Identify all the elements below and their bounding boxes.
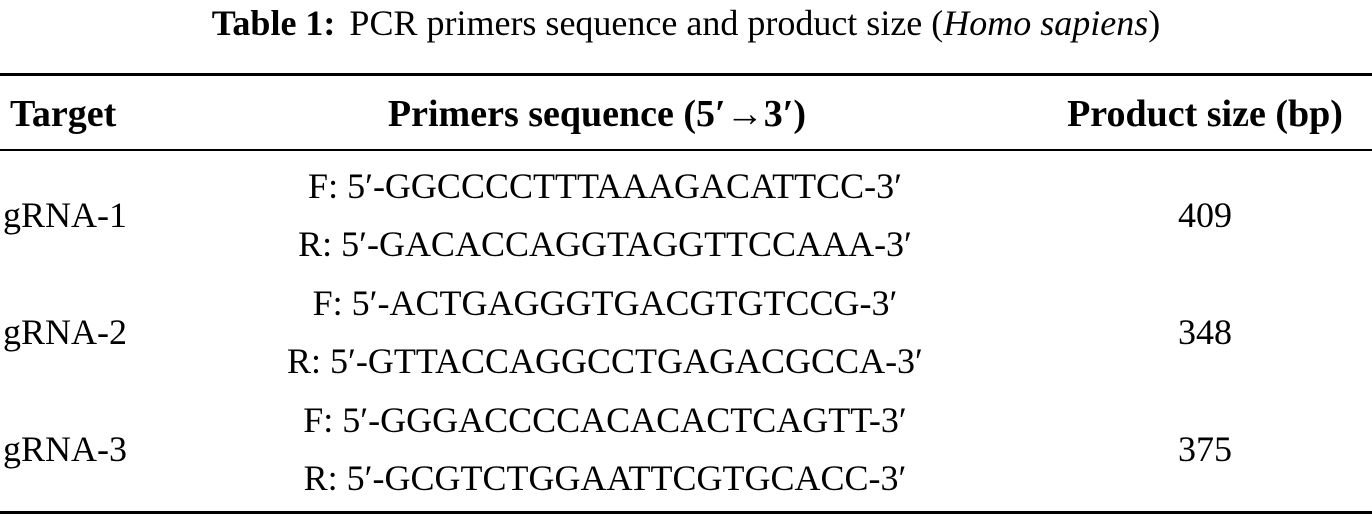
product-size-cell: 375	[1178, 429, 1232, 469]
forward-primer: F: 5′-GGGACCCCACACACTCAGTT-3′	[303, 400, 907, 440]
table-caption-text: PCR primers sequence and product size (	[349, 3, 944, 43]
table-row: gRNA-2 F: 5′-ACTGAGGGTGACGTGTCCG-3′ R: 5…	[0, 274, 1372, 391]
target-cell: gRNA-1	[3, 195, 127, 235]
table-header-row: Target Primers sequence (5′→3′) Product …	[0, 76, 1372, 149]
table-row: gRNA-1 F: 5′-GGCCCCTTTAAAGACATTCC-3′ R: …	[0, 157, 1372, 274]
target-cell: gRNA-3	[3, 429, 127, 469]
product-size-cell: 409	[1178, 195, 1232, 235]
reverse-primer: R: 5′-GACACCAGGTAGGTTCCAAA-3′	[298, 224, 912, 264]
table-header-rule	[0, 149, 1372, 151]
primer-sequence-cell: F: 5′-ACTGAGGGTGACGTGTCCG-3′ R: 5′-GTTAC…	[180, 274, 1030, 391]
table-caption-closing: )	[1148, 3, 1161, 43]
table-caption-label: Table 1:	[211, 3, 336, 43]
header-target: Target	[10, 93, 117, 135]
reverse-primer: R: 5′-GTTACCAGGCCTGAGACGCCA-3′	[287, 341, 923, 381]
table-bottom-rule	[0, 511, 1372, 514]
table-top-rule	[0, 73, 1372, 76]
target-cell: gRNA-2	[3, 312, 127, 352]
primer-sequence-cell: F: 5′-GGGACCCCACACACTCAGTT-3′ R: 5′-GCGT…	[180, 391, 1030, 508]
forward-primer: F: 5′-ACTGAGGGTGACGTGTCCG-3′	[312, 283, 898, 323]
header-primers-sequence: Primers sequence (5′→3′)	[387, 93, 807, 135]
forward-primer: F: 5′-GGCCCCTTTAAAGACATTCC-3′	[308, 166, 902, 206]
table-caption-species: Homo sapiens	[943, 3, 1149, 43]
table-row: gRNA-3 F: 5′-GGGACCCCACACACTCAGTT-3′ R: …	[0, 391, 1372, 508]
primer-sequence-cell: F: 5′-GGCCCCTTTAAAGACATTCC-3′ R: 5′-GACA…	[180, 157, 1030, 274]
table-caption: Table 1: PCR primers sequence and product…	[0, 0, 1372, 52]
reverse-primer: R: 5′-GCGTCTGGAATTCGTGCACC-3′	[303, 458, 907, 498]
product-size-cell: 348	[1178, 312, 1232, 352]
header-product-size: Product size (bp)	[1067, 93, 1343, 135]
